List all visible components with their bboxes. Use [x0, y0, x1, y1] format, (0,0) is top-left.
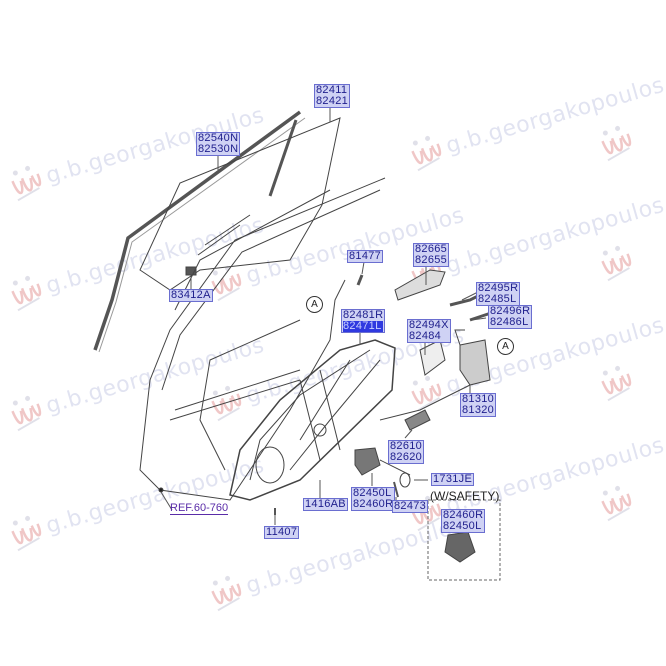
o-ring-part	[399, 472, 411, 488]
part-label-run-channel[interactable]: 82540N 82530N	[196, 132, 241, 156]
inside-handle-part	[404, 409, 431, 431]
screw-part	[393, 481, 399, 498]
reference-link[interactable]: REF.60-760	[170, 502, 229, 515]
glass-holder-part	[185, 266, 197, 276]
part-label-glass[interactable]: 82411 82421	[314, 84, 351, 108]
run-channel-part	[93, 110, 302, 351]
bolt-part	[356, 274, 364, 286]
part-label-handle-base[interactable]: 82494X 82484	[407, 319, 451, 343]
part-label-handle-rod-2[interactable]: 82496R 82486L	[488, 305, 533, 329]
callout-a: A	[497, 338, 514, 355]
latch-part	[459, 339, 491, 386]
part-label-screw-11407[interactable]: 11407	[264, 526, 300, 539]
part-label-handle-rod-1[interactable]: 82495R 82485L	[476, 282, 521, 306]
callout-a: A	[306, 296, 323, 313]
highlighted-part-number: 82471L	[343, 320, 384, 332]
part-label-bolt-81477[interactable]: 81477	[347, 250, 384, 263]
safety-motor-part	[444, 531, 476, 563]
part-label-o-ring[interactable]: 1731JE	[431, 473, 475, 486]
part-label-clip-1416AB[interactable]: 1416AB	[303, 498, 348, 511]
part-label-motor[interactable]: 82450L 82460R	[351, 487, 396, 511]
motor-part	[354, 447, 381, 476]
safety-box	[427, 499, 501, 581]
regulator-module-part	[229, 339, 396, 501]
part-label-inside-handle[interactable]: 82610 82620	[388, 440, 425, 464]
part-label-safety-motor[interactable]: 82460R 82450L	[441, 509, 486, 533]
glass-part	[139, 117, 341, 291]
safety-note: (W/SAFETY)	[430, 489, 500, 503]
part-label-latch[interactable]: 81310 81320	[460, 393, 497, 417]
handle-bracket-part	[394, 269, 446, 301]
part-label-regulator-module[interactable]: 82481R 82471L	[341, 309, 386, 333]
part-label-glass-holder[interactable]: 83412A	[169, 289, 213, 302]
handle-base-part	[419, 339, 446, 376]
part-label-handle-bracket[interactable]: 82665 82655	[413, 243, 450, 267]
part-label-screw-82473[interactable]: 82473	[392, 500, 429, 513]
